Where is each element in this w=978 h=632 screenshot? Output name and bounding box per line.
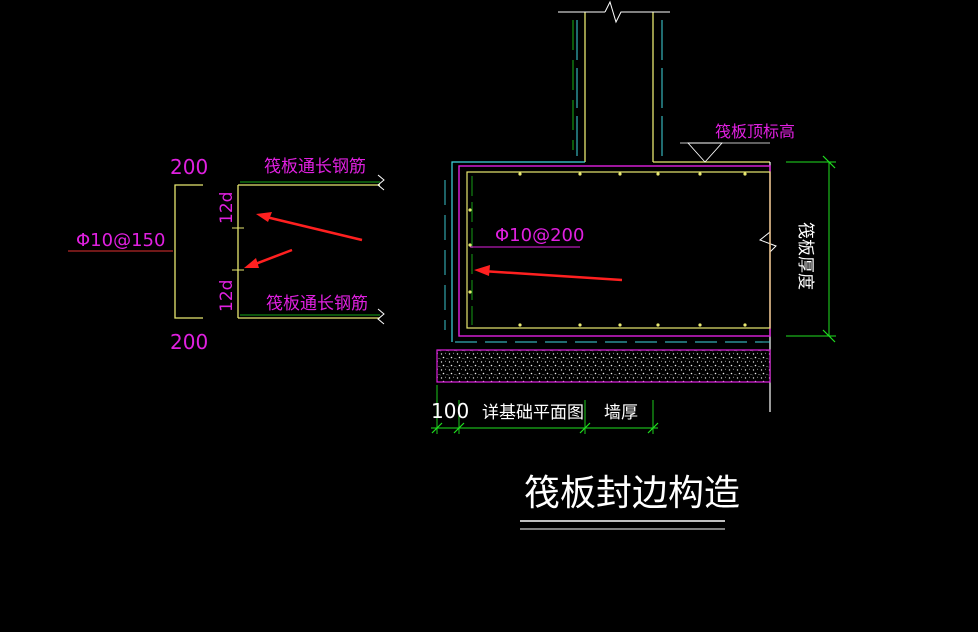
edge-stirrup-magenta <box>458 165 771 337</box>
slab-outline-left-top <box>451 161 585 342</box>
stirrup-label: Φ10@150 <box>76 230 165 251</box>
top-bar-label: 筏板通长钢筋 <box>264 157 366 177</box>
thickness-label: 筏板厚度 <box>795 222 815 290</box>
elevation-triangle <box>686 142 724 163</box>
drawing-title-block: 筏板封边构造 <box>520 473 740 530</box>
rebar-dots <box>468 172 747 327</box>
rebar-label: Φ10@200 <box>495 225 584 246</box>
lap-bottom-label: 12d <box>217 280 237 312</box>
rebar-cage-yellow <box>466 171 771 329</box>
lap-top-label: 12d <box>217 192 237 224</box>
right-raft-edge-detail: 筏板顶标高 Φ10@200 筏板厚度 100 详基础平面图 墙厚 <box>431 0 836 434</box>
bottom-bar-break <box>377 308 385 325</box>
thickness-tick-top <box>822 155 836 169</box>
dim-bottom-label: 200 <box>170 330 208 354</box>
wall-break-symbol <box>604 0 625 24</box>
wall-thickness-label: 墙厚 <box>604 403 638 423</box>
red-arrow-2 <box>244 248 293 268</box>
red-arrow-3 <box>474 265 623 282</box>
slab-right-break <box>759 231 777 253</box>
top-bar-break <box>377 174 385 191</box>
left-bracket <box>174 184 203 319</box>
drawing-title: 筏板封边构造 <box>524 473 740 514</box>
left-lap-detail: 200 200 筏板通长钢筋 筏板通长钢筋 Φ10@150 12d 12d <box>68 155 385 354</box>
bottom-dim-ticks <box>431 422 659 434</box>
foundation-ref-label: 详基础平面图 <box>482 403 584 423</box>
dim-offset-label: 100 <box>431 399 469 423</box>
red-arrow-1 <box>256 212 363 242</box>
gravel-cushion <box>436 349 771 383</box>
thickness-tick-bottom <box>822 329 836 343</box>
dim-top-label: 200 <box>170 155 208 179</box>
bottom-bar-label: 筏板通长钢筋 <box>266 294 368 314</box>
top-elevation-label: 筏板顶标高 <box>715 122 795 141</box>
